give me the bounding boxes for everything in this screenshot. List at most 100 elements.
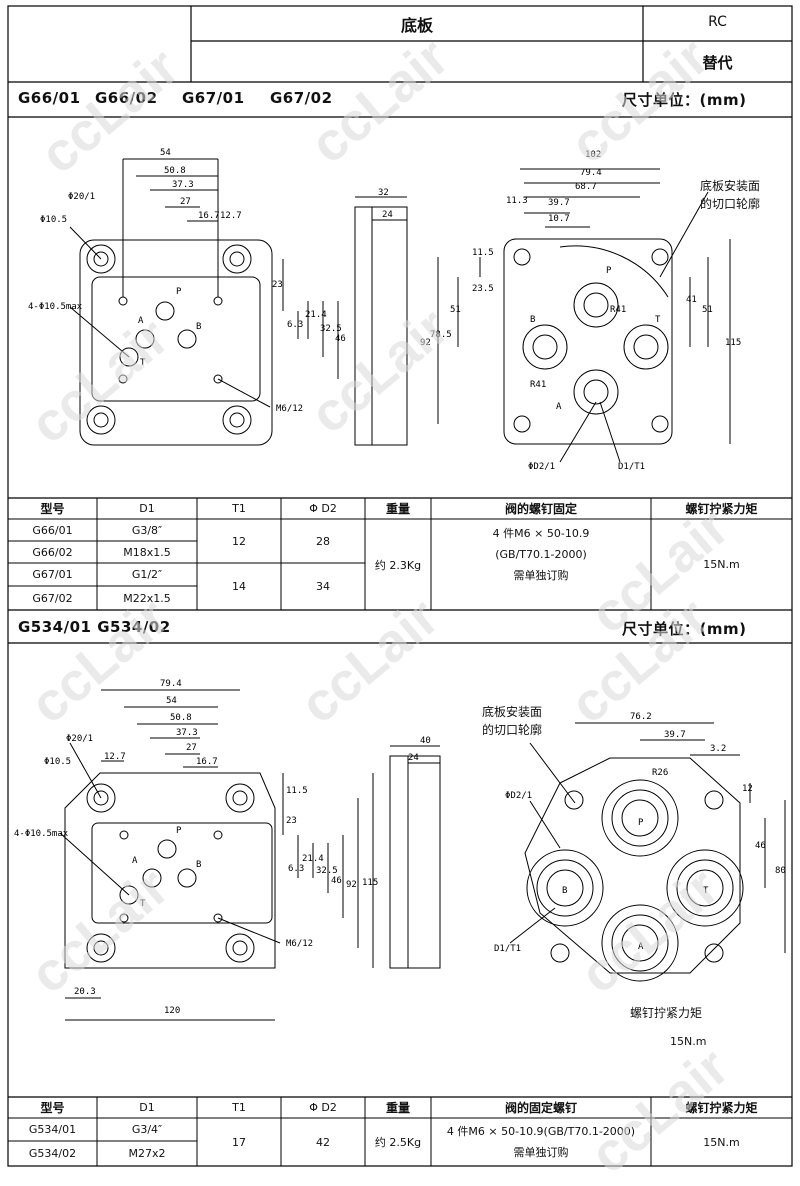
t1-r1-model: G66/02 [32,545,73,559]
unit-label-1: 尺寸单位：(mm) [622,91,747,109]
d2-46b: 46 [755,841,766,851]
d2-16-7: 16.7 [196,757,218,767]
d2-115: 115 [362,878,378,888]
dim-32-5: 32.5 [320,324,342,334]
port-b-right: B [530,315,535,325]
header-replace: 替代 [702,54,733,72]
d2-46: 46 [331,876,342,886]
t2-d2: 42 [316,1135,330,1149]
drawing-section-1: 54 50.8 37.3 27 16.7 12.7 Φ20/1 Φ10.5 4-… [28,148,741,472]
dim-r41-bottom: R41 [530,380,546,390]
d2-120: 120 [164,1006,180,1016]
model-g67-02: G67/02 [270,89,333,107]
dim-102: 102 [585,150,601,160]
p2-b-right: B [562,886,567,896]
dim-d1t1: D1/T1 [618,462,645,472]
callout-1-line2: 的切口轮廓 [700,197,761,211]
p2-t-right: T [703,886,709,896]
t1-fix-line2: (GB/T70.1-2000) [495,548,587,561]
d2-3-2: 3.2 [710,744,726,754]
dim-51-left: 51 [450,305,461,315]
dim-41: 41 [686,295,697,305]
t2-r1-d1: M27x2 [128,1147,166,1160]
t1-fix-line1: 4 件M6 × 50-10.9 [492,527,590,540]
t2-h-torque: 螺钉拧紧力矩 [685,1101,758,1115]
plate-outline-1 [79,239,273,446]
t1-h-t1: T1 [232,502,246,515]
dim-11-5: 11.5 [472,248,494,258]
t2-h-weight: 重量 [385,1101,410,1115]
dim-10-7: 10.7 [548,214,570,224]
t2-h-d1: D1 [139,1101,155,1114]
t1-h-model: 型号 [40,502,65,516]
t1-r1-d1: M18x1.5 [123,545,171,559]
port-b-front: B [196,322,201,332]
dim-51-right: 51 [702,305,713,315]
dim-115: 115 [725,338,741,348]
t1-r3-model: G67/02 [32,591,73,605]
d2-54: 54 [166,696,177,706]
dim-39-7: 39.7 [548,198,570,208]
port-a-right: A [556,402,562,412]
dim-68-7: 68.7 [575,182,597,192]
t1-d2-b: 34 [316,580,330,593]
t2-h-model: 型号 [40,1101,65,1115]
dim-phi10-5: Φ10.5 [40,215,67,225]
dim-50-8: 50.8 [164,166,186,176]
d2-d1t1: D1/T1 [494,944,521,954]
dim-92: 92 [420,338,431,348]
port-p-front: P [176,287,182,297]
model-g67-01: G67/01 [182,89,245,107]
t2-fix-line1: 4 件M6 × 50-10.9(GB/T70.1-2000) [446,1125,636,1138]
callout-1-line1: 底板安装面 [700,179,761,193]
t2-weight: 约 2.5Kg [374,1136,422,1149]
dim-24: 24 [382,210,393,220]
dim-23-5: 23.5 [472,284,494,294]
header-code: RC [708,14,727,30]
d2-92: 92 [346,880,357,890]
dim-32: 32 [378,188,389,198]
t2-r0-model: G534/01 [28,1123,77,1136]
t1-d2-a: 28 [316,534,330,548]
torque-value-2: 15N.m [670,1035,707,1048]
callout-2-line2: 的切口轮廓 [482,723,543,737]
t1-h-weight: 重量 [385,502,410,516]
p2-p-front: P [176,826,182,836]
model-g66-02: G66/02 [95,89,158,107]
dim-r41-top: R41 [610,305,626,315]
t1-h-d1: D1 [139,502,155,515]
d2-50-8: 50.8 [170,713,192,723]
t1-t1-a: 12 [232,534,246,548]
t1-fix: 4 件M6 × 50-10.9 (GB/T70.1-2000) 需单独订购 [431,523,651,586]
t2-r1-model: G534/02 [28,1147,77,1160]
d2-37-3: 37.3 [176,728,198,738]
d2-m6-12: M6/12 [286,939,313,949]
callout-1: 底板安装面 的切口轮廓 [700,177,760,213]
unit-label-2: 尺寸单位：(mm) [622,620,747,638]
drawing-section-2: 79.4 54 50.8 37.3 27 16.7 Φ20/1 12.7 Φ10… [14,679,786,1021]
d2-6-3: 6.3 [288,864,304,874]
d2-27: 27 [186,743,197,753]
t2-h-t1: T1 [232,1101,246,1114]
dim-phid2: ΦD2/1 [528,462,555,472]
d2-24: 24 [408,753,419,763]
d2-phid2: ΦD2/1 [505,791,532,801]
d2-80: 80 [775,866,786,876]
dim-23: 23 [272,280,283,290]
t2-r0-d1: G3/4″ [131,1123,163,1136]
dim-54: 54 [160,148,171,158]
t1-h-torque: 螺钉拧紧力矩 [685,502,758,516]
t1-h-d2: Φ D2 [309,502,337,515]
d2-phi10-5: Φ10.5 [44,757,71,767]
table2-grid [8,1097,792,1166]
t1-r0-d1: G3/8″ [131,523,163,537]
dim-phi20: Φ20/1 [68,192,95,202]
header-title: 底板 [400,16,433,35]
dim-11-3: 11.3 [506,196,528,206]
d2-r26: R26 [652,768,668,778]
t1-r3-d1: M22x1.5 [123,591,171,605]
d2-20-3: 20.3 [74,987,96,997]
torque-label-2: 螺钉拧紧力矩 [630,1006,703,1020]
dim-79-4: 79.4 [580,168,602,178]
p2-a-right: A [638,942,644,952]
